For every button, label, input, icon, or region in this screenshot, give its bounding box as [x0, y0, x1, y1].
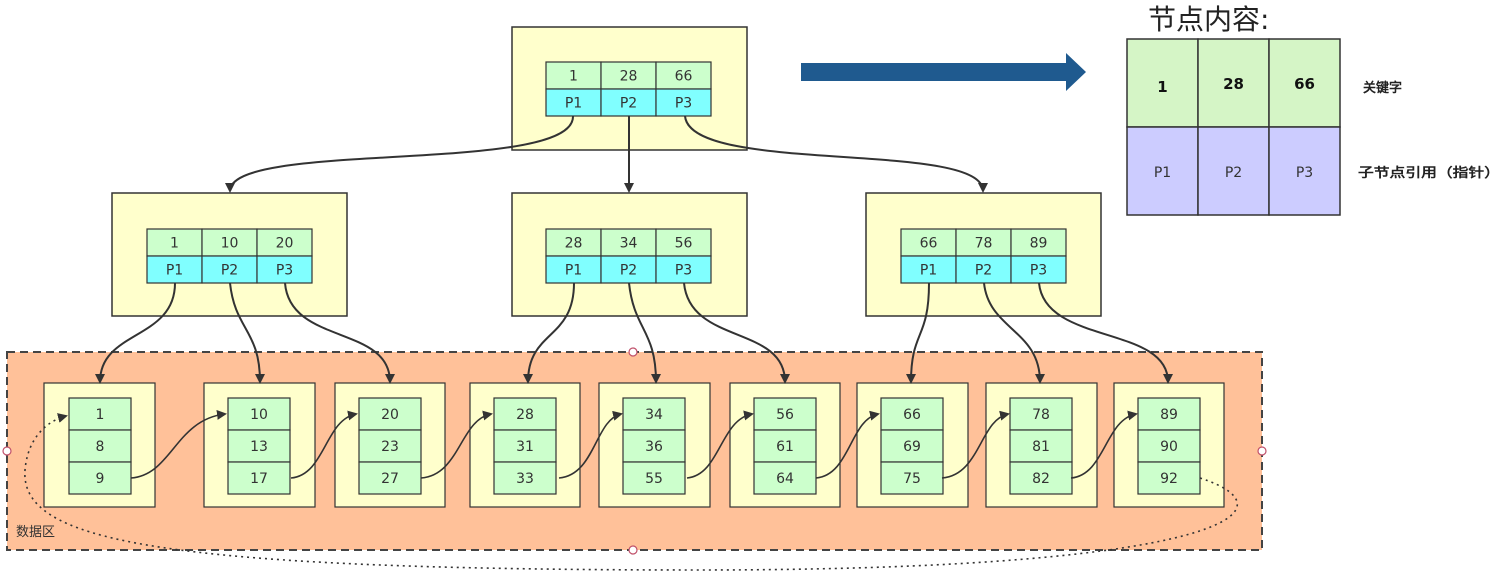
- internal-1-key-1: 1: [170, 236, 179, 252]
- leaf-key: 1: [96, 407, 105, 423]
- internal-2-pointer-3: P3: [675, 263, 692, 279]
- internal-1-pointer-2: P2: [221, 263, 238, 279]
- root-key-1: 1: [569, 69, 578, 85]
- arrow-root-p3: [684, 115, 988, 193]
- root-pointer-1: P1: [565, 96, 582, 112]
- legend-title: 节点内容:: [1148, 3, 1269, 36]
- internal-2-key-1: 28: [565, 236, 583, 252]
- leaf-chain-arrows: [24, 409, 1238, 571]
- leaf-key: 36: [645, 439, 663, 455]
- leaf-key: 31: [516, 439, 534, 455]
- root-pointer-cells: P1 P2 P3: [545, 88, 712, 117]
- root-pointer-2: P2: [620, 96, 637, 112]
- leaf-node: 28 31 33: [469, 382, 581, 508]
- handle-right[interactable]: [1257, 446, 1267, 456]
- leaf-key: 33: [516, 471, 534, 487]
- legend-pointer-2: P2: [1225, 165, 1242, 181]
- leaf-key: 55: [645, 471, 663, 487]
- root-key-cells: 1 28 66: [545, 61, 712, 90]
- leaf-node: 66 69 75: [856, 382, 969, 508]
- leaf-node: 1 8 9: [43, 382, 156, 508]
- leaf-node: 56 61 64: [729, 382, 841, 508]
- legend-keys-label: 关键字: [1363, 80, 1402, 96]
- leaf-key: 90: [1160, 439, 1178, 455]
- leaf-key: 27: [381, 471, 399, 487]
- leaf-key: 10: [250, 407, 268, 423]
- legend-key-2: 28: [1223, 75, 1244, 93]
- legend-key-3: 66: [1294, 75, 1315, 93]
- root-key-2: 28: [620, 69, 638, 85]
- legend-pointers-label: 子节点引用（指针）: [1358, 165, 1500, 181]
- internal-2-pointer-2: P2: [620, 263, 637, 279]
- leaf-nodes: 1891013172023272831333436555661646669757…: [43, 382, 1225, 508]
- arrow-root-p1: [225, 115, 575, 193]
- leaf-key: 78: [1032, 407, 1050, 423]
- root-pointer-3: P3: [675, 96, 692, 112]
- legend: 节点内容: 1 28 66 P1 P2 P3 关键字 子节点引用（指针）: [1126, 3, 1500, 216]
- leaf-key: 69: [903, 439, 921, 455]
- leaf-key: 13: [250, 439, 268, 455]
- internal-1-key-3: 20: [276, 236, 294, 252]
- leaf-key: 20: [381, 407, 399, 423]
- legend-pointer-1: P1: [1154, 165, 1171, 181]
- leaf-key: 81: [1032, 439, 1050, 455]
- legend-pointer-arrow: [801, 53, 1086, 91]
- leaf-key: 92: [1160, 471, 1178, 487]
- leaf-key: 34: [645, 407, 663, 423]
- internal-node-2: 28 34 56 P1 P2 P3: [511, 192, 748, 317]
- internal-1-pointer-3: P3: [276, 263, 293, 279]
- internal-node-1: 1 10 20 P1 P2 P3: [111, 192, 348, 317]
- internal-2-key-2: 34: [620, 236, 638, 252]
- handle-top[interactable]: [628, 347, 638, 357]
- leaf-node: 10 13 17: [203, 382, 316, 508]
- root-arrows: [225, 115, 988, 193]
- internal-2-key-3: 56: [675, 236, 693, 252]
- internal-node-3: 66 78 89 P1 P2 P3: [865, 192, 1102, 317]
- leaf-loop-back-arrow: [24, 413, 1238, 571]
- leaf-key: 56: [776, 407, 794, 423]
- leaf-key: 89: [1160, 407, 1178, 423]
- data-area-label: 数据区: [16, 525, 55, 540]
- legend-key-1: 1: [1157, 78, 1167, 96]
- leaf-key: 9: [96, 471, 105, 487]
- internal-3-key-3: 89: [1030, 236, 1048, 252]
- internal-3-pointer-1: P1: [920, 263, 937, 279]
- internal-2-pointer-1: P1: [565, 263, 582, 279]
- internal-1-pointer-1: P1: [166, 263, 183, 279]
- root-key-3: 66: [675, 69, 693, 85]
- leaf-key: 28: [516, 407, 534, 423]
- leaf-node: 34 36 55: [598, 382, 711, 508]
- leaf-key: 8: [96, 439, 105, 455]
- leaf-key: 82: [1032, 471, 1050, 487]
- leaf-key: 66: [903, 407, 921, 423]
- internal-arrows: [95, 282, 1173, 384]
- leaf-key: 23: [381, 439, 399, 455]
- internal-1-key-2: 10: [221, 236, 239, 252]
- leaf-key: 17: [250, 471, 268, 487]
- legend-pointer-3: P3: [1296, 165, 1313, 181]
- internal-3-pointer-2: P2: [975, 263, 992, 279]
- handle-bottom[interactable]: [628, 545, 638, 555]
- leaf-key: 64: [776, 471, 794, 487]
- internal-3-pointer-3: P3: [1030, 263, 1047, 279]
- leaf-node: 78 81 82: [985, 382, 1098, 508]
- leaf-key: 75: [903, 471, 921, 487]
- leaf-key: 61: [776, 439, 794, 455]
- root-node: 1 28 66 P1 P2 P3: [511, 26, 748, 151]
- internal-3-key-2: 78: [975, 236, 993, 252]
- leaf-node: 20 23 27: [334, 382, 446, 508]
- internal-3-key-1: 66: [920, 236, 938, 252]
- handle-left[interactable]: [2, 446, 12, 456]
- leaf-node: 89 90 92: [1113, 382, 1225, 508]
